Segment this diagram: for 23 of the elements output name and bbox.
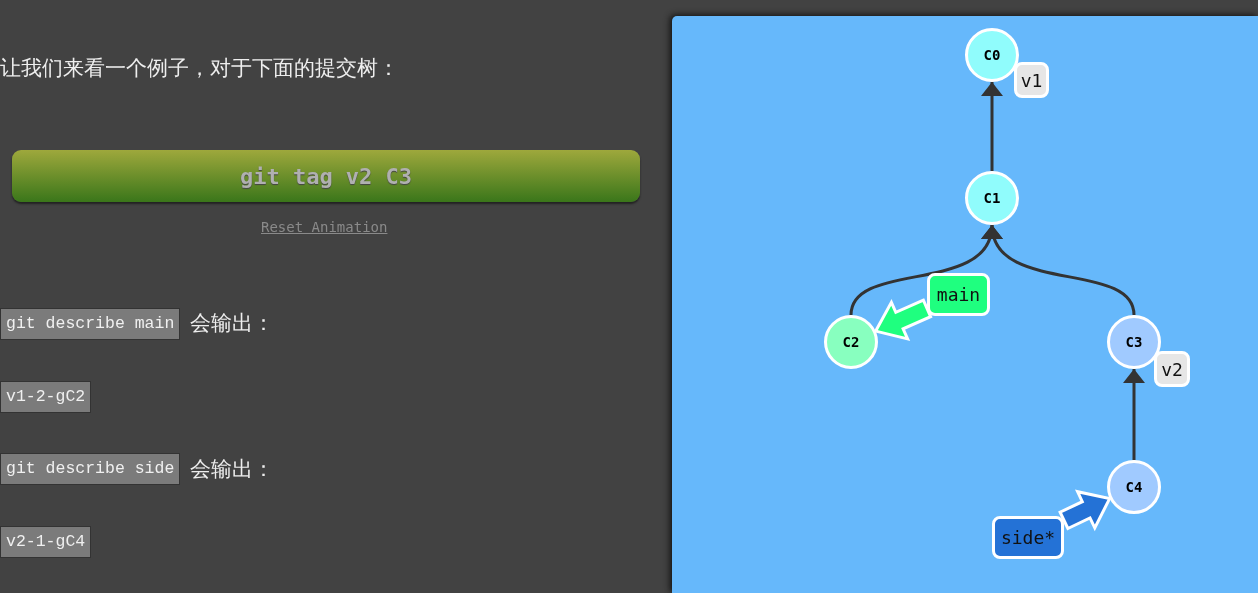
tag-label: v1 <box>1014 62 1049 98</box>
tag-label: v2 <box>1154 351 1190 387</box>
commit-node: C2 <box>824 315 878 369</box>
command-button: git tag v2 C3 <box>12 150 640 202</box>
code-snippet: v1-2-gC2 <box>0 381 92 413</box>
code-snippet: git describe side <box>0 453 181 485</box>
code-snippet: git describe main <box>0 308 181 340</box>
arrow <box>981 82 1003 171</box>
branch-arrow <box>873 298 933 342</box>
reset-link: Reset Animation <box>261 219 388 235</box>
commit-node: C0 <box>965 28 1019 82</box>
commit-node: C3 <box>1107 315 1161 369</box>
code-snippet: v2-1-gC4 <box>0 526 92 558</box>
commit-node: C1 <box>965 171 1019 225</box>
branch-label: side* <box>992 516 1064 559</box>
body-text: 会输出： <box>190 310 274 337</box>
body-text: 让我们来看一个例子，对于下面的提交树： <box>0 55 399 82</box>
commit-node: C4 <box>1107 460 1161 514</box>
arrow <box>983 224 1136 316</box>
arrow <box>1123 369 1145 460</box>
branch-label: main <box>927 273 990 316</box>
body-text: 会输出： <box>190 456 274 483</box>
branch-arrow <box>1058 489 1112 532</box>
